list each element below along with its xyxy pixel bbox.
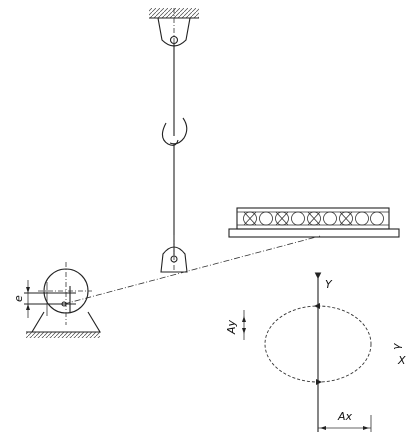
label-ay: Ay [225,319,238,335]
y-axis-label: Y [325,278,333,291]
label-ax: Ax [337,410,353,423]
tray-balls [243,211,384,226]
hook-joint [161,117,188,146]
eccentricity-dimension: e [12,280,30,318]
vibrating-tray [228,207,400,238]
lower-pivot-bracket [160,235,188,273]
gamma-label: γ [390,343,403,350]
connecting-rod [63,235,321,305]
trajectory-plot: Y X γ Ay Ax [225,272,406,432]
label-e: e [12,295,25,302]
x-axis-label: X [397,354,406,367]
eccentric-drive [24,262,101,338]
